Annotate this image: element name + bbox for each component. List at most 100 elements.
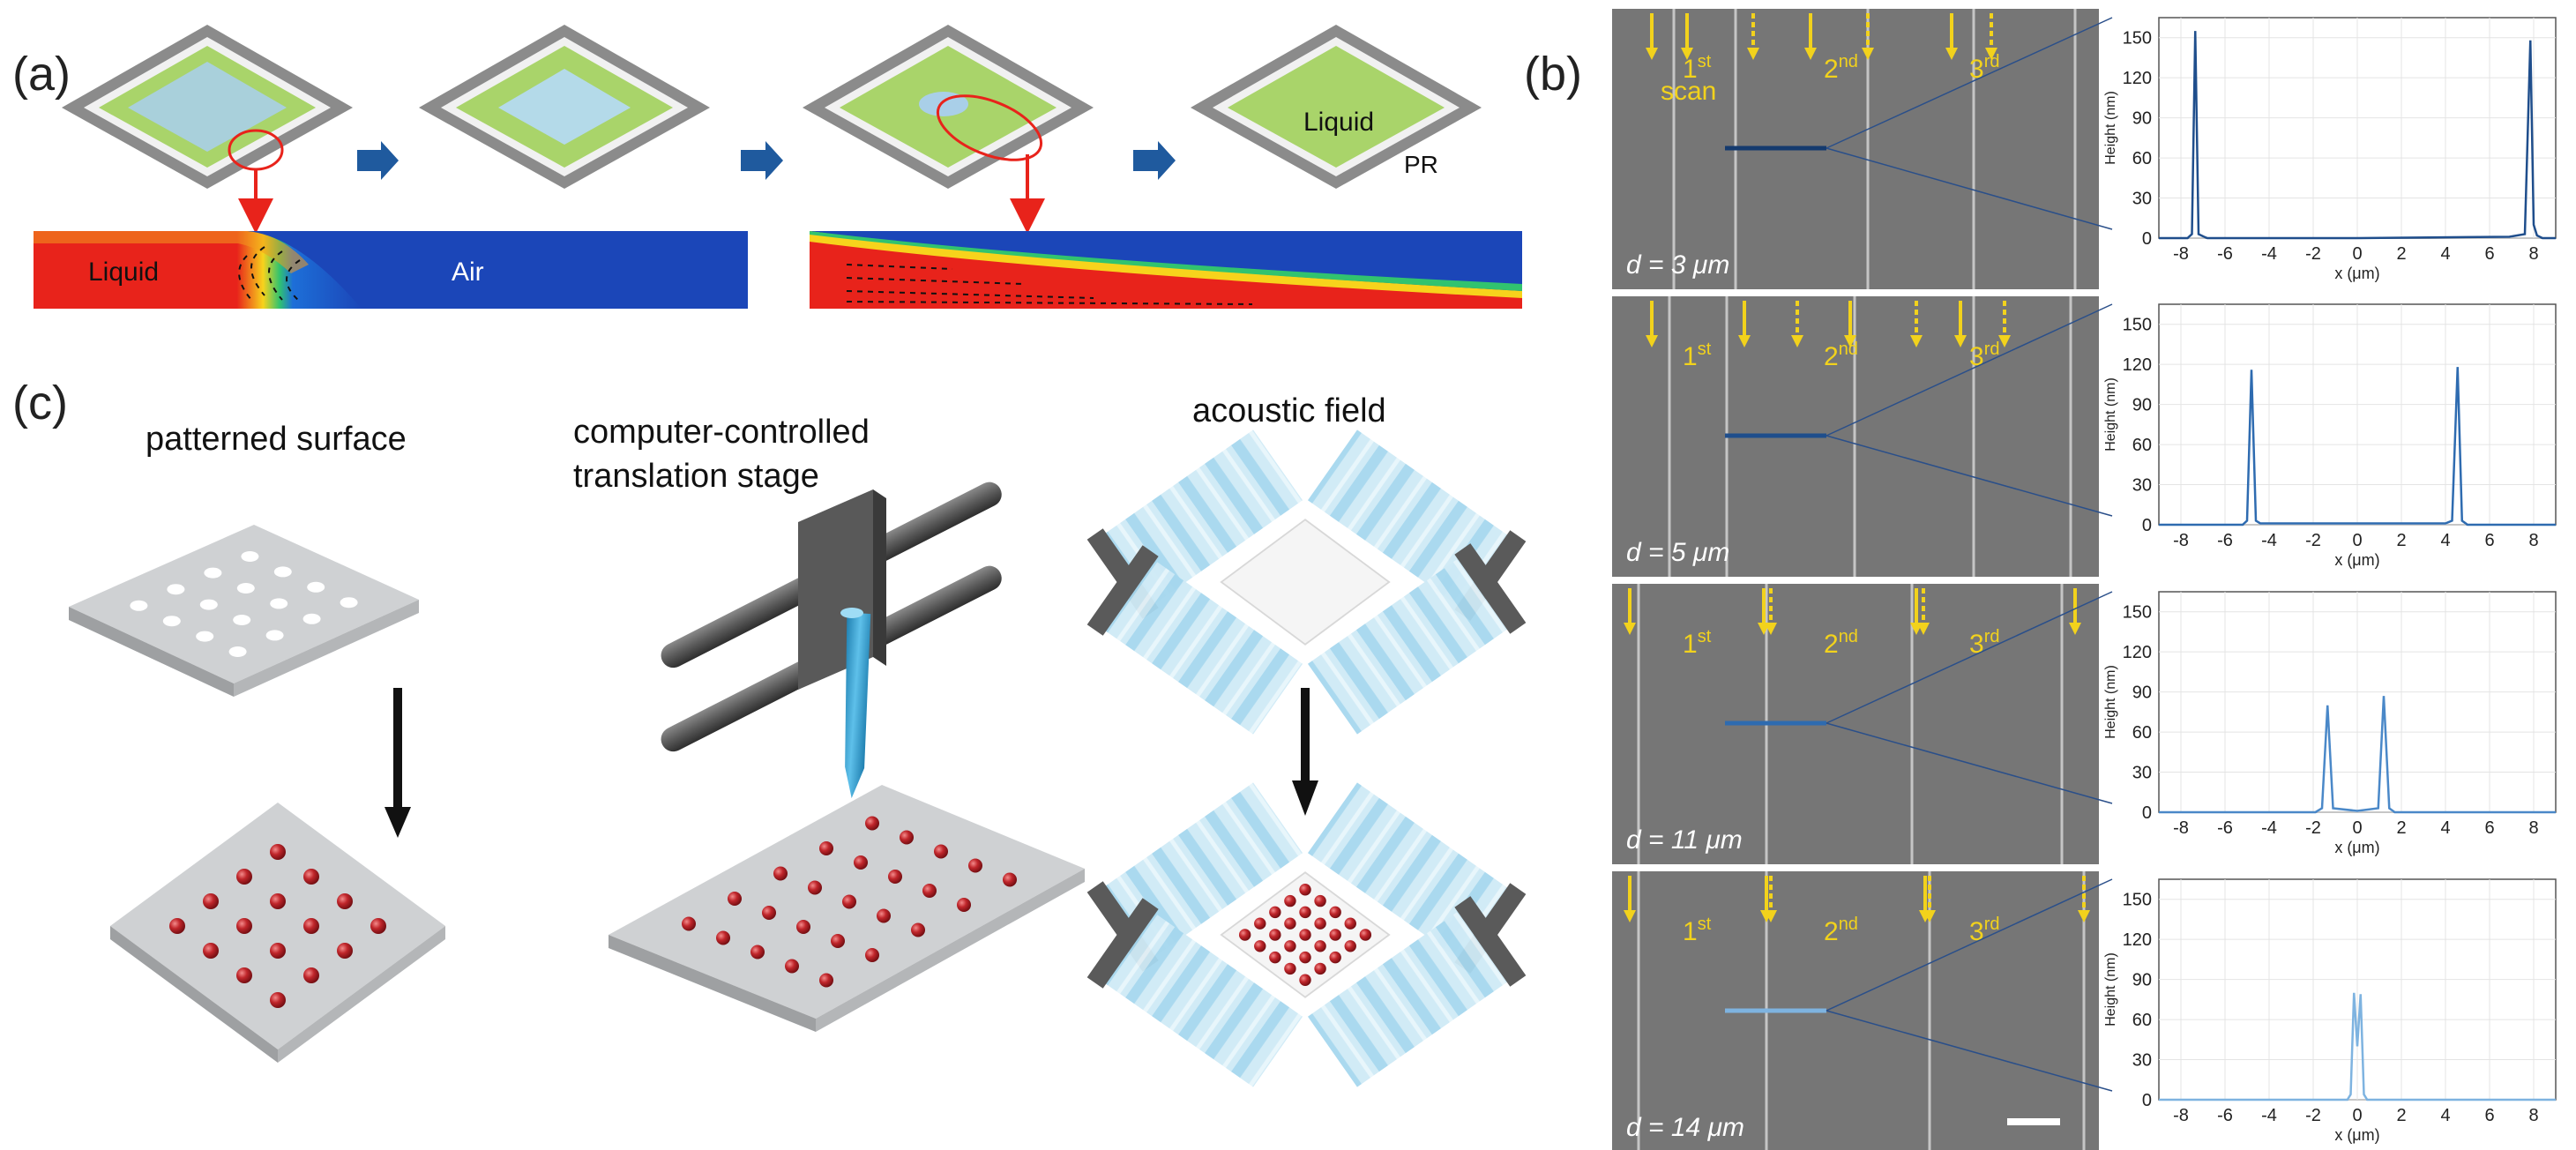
scan-arrow	[1804, 13, 1817, 60]
droplet	[303, 967, 319, 983]
x-tick-label: 4	[2440, 818, 2450, 838]
x-tick-label: -4	[2261, 1106, 2277, 1125]
ordinal-number: 2	[1824, 917, 1839, 946]
scan-arrow-head	[1646, 48, 1658, 60]
droplet	[750, 945, 765, 960]
surface-holes	[130, 551, 358, 657]
translation-stage	[661, 482, 1002, 799]
zoom-guide-upper	[1826, 17, 2113, 149]
droplet	[370, 918, 386, 934]
y-tick-label: 0	[2142, 1091, 2152, 1110]
zoom-guide-lower	[1826, 1010, 2113, 1092]
ordinal-suffix: nd	[1839, 915, 1858, 934]
x-tick-label: -8	[2173, 818, 2189, 838]
droplet	[1284, 894, 1296, 907]
droplet	[728, 892, 742, 906]
substrate-tile-2	[419, 25, 710, 189]
zoom-guide-upper	[1826, 303, 2113, 437]
scan-arrow	[1646, 301, 1658, 347]
scan-arrow-head	[1804, 48, 1817, 60]
acoustic-wave-4	[1307, 896, 1527, 1087]
zoom-guide-lower	[1826, 435, 2113, 517]
scan-arrow	[1681, 13, 1693, 60]
x-tick-label: -6	[2217, 531, 2233, 550]
droplet	[1299, 929, 1311, 941]
surface-hole	[162, 616, 181, 627]
x-tick-label: -2	[2305, 531, 2321, 550]
y-tick-label: 90	[2132, 396, 2152, 415]
droplet	[169, 918, 185, 934]
y-tick-label: 0	[2142, 803, 2152, 823]
scan-ordinal-label-3: 3rd	[1969, 52, 1999, 84]
ordinal-suffix: rd	[1984, 915, 2000, 934]
substrate-tile-3	[803, 25, 1094, 234]
droplet	[808, 880, 822, 895]
distance-label: d = 11 μm	[1626, 825, 1743, 855]
x-tick-label: 2	[2396, 531, 2406, 550]
x-tick-label: 4	[2440, 244, 2450, 264]
ordinal-number: 3	[1969, 342, 1984, 371]
x-axis-label: x (μm)	[2334, 265, 2379, 282]
cross-section-left: Liquid Air	[34, 231, 748, 309]
scan-ordinal-label-1: 1st	[1683, 627, 1712, 659]
droplet-plate-1	[110, 803, 445, 1063]
x-tick-label: -4	[2261, 244, 2277, 264]
zoom-guide-lower	[1826, 147, 2113, 230]
droplet	[968, 858, 982, 873]
sem-background	[1612, 584, 2099, 864]
x-axis-label: x (μm)	[2334, 1126, 2379, 1144]
droplet	[270, 992, 286, 1008]
x-tick-label: 0	[2352, 531, 2362, 550]
ordinal-number: 1	[1683, 917, 1698, 946]
scan-arrow-head	[1998, 335, 2011, 347]
droplet	[934, 844, 948, 859]
x-tick-label: 2	[2396, 244, 2406, 264]
ordinal-suffix: nd	[1839, 52, 1858, 71]
x-tick-label: -8	[2173, 531, 2189, 550]
x-tick-label: -4	[2261, 531, 2277, 550]
droplet-array-1	[169, 844, 386, 1008]
y-tick-label: 30	[2132, 764, 2152, 783]
surface-hole	[233, 615, 251, 625]
sem-background	[1612, 871, 2099, 1150]
panel-c: (c) patterned surface computer-controlle…	[12, 377, 1527, 1087]
surface-hole	[167, 584, 185, 595]
transducer	[1454, 543, 1527, 634]
x-tick-label: 2	[2396, 818, 2406, 838]
y-tick-label: 90	[2132, 971, 2152, 990]
title-translation-stage-2: translation stage	[573, 458, 819, 495]
substrate-tile-4: Liquid PR	[1191, 25, 1482, 189]
x-tick-label: 6	[2484, 244, 2494, 264]
droplet	[337, 943, 353, 959]
y-tick-label: 150	[2123, 316, 2152, 335]
droplet-array-2	[682, 816, 1017, 988]
droplet	[831, 934, 845, 948]
x-tick-label: 8	[2528, 1106, 2538, 1125]
scan-arrow-head	[1945, 48, 1958, 60]
panel-c-label: (c)	[12, 377, 68, 429]
x-tick-label: 6	[2484, 1106, 2494, 1125]
droplet	[1003, 872, 1017, 887]
x-tick-label: -6	[2217, 818, 2233, 838]
scan-arrow	[1791, 301, 1803, 347]
substrate-tile-1	[62, 25, 353, 234]
y-tick-label: 120	[2123, 643, 2152, 662]
scale-bar	[2007, 1118, 2060, 1125]
droplet	[877, 908, 891, 923]
transducer	[1086, 898, 1159, 989]
scan-word-label: scan	[1661, 77, 1716, 106]
scan-arrow	[1862, 13, 1874, 60]
droplet	[900, 830, 914, 845]
scan-arrow-head	[1985, 48, 1997, 60]
droplet	[1329, 929, 1341, 941]
title-patterned-surface: patterned surface	[146, 421, 407, 458]
surface-hole	[130, 600, 148, 611]
scan-ordinal-label-1: 1st	[1683, 52, 1712, 84]
scan-ordinal-label-1: 1st	[1683, 340, 1712, 371]
y-tick-label: 0	[2142, 229, 2152, 249]
surface-hole	[340, 597, 358, 609]
